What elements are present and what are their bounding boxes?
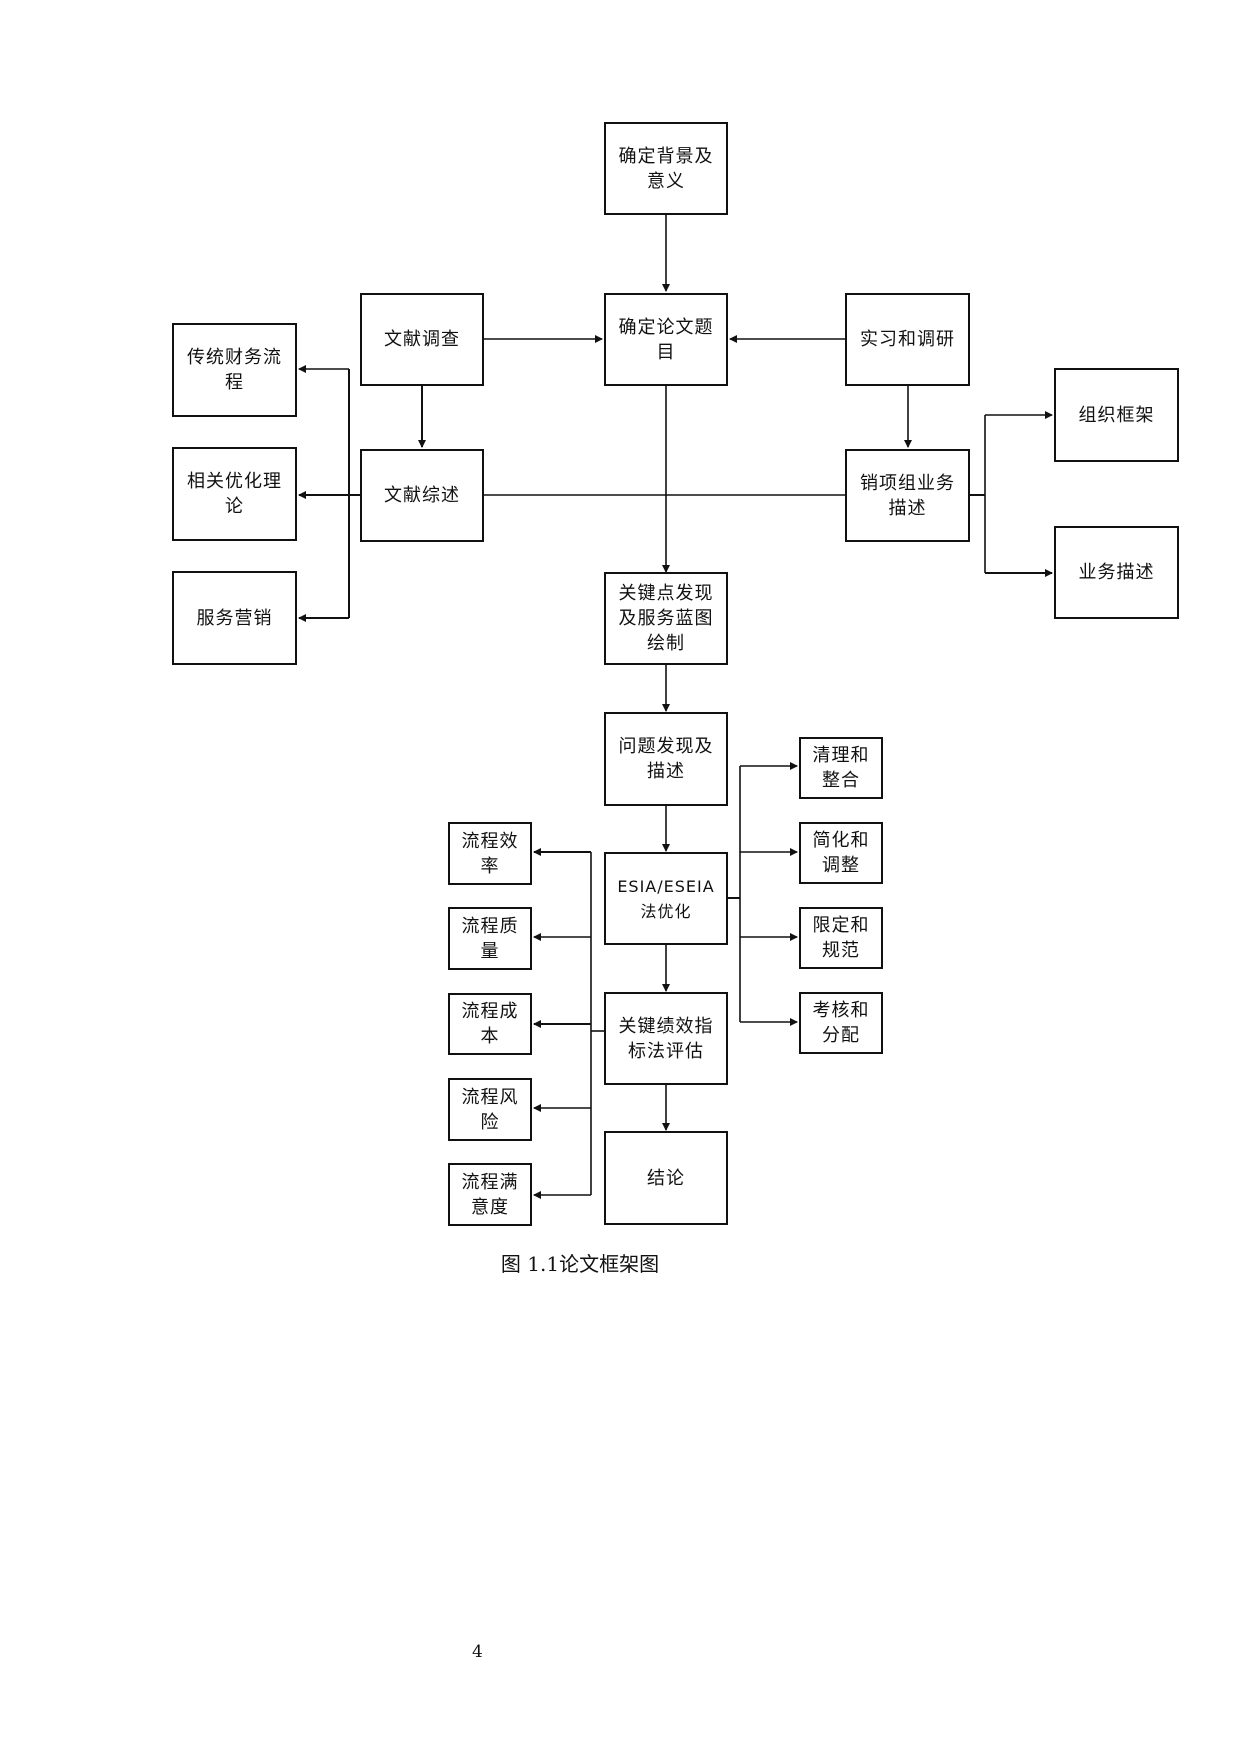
- node-label: 确定论文题目: [618, 316, 714, 363]
- node-label: ESIA/ESEIA法优化: [617, 876, 715, 921]
- node-label: 组织框架: [1078, 404, 1155, 426]
- node-label: 流程成本: [461, 1001, 519, 1047]
- node-label: 相关优化理论: [187, 471, 282, 517]
- node-quality: 流程质量: [448, 907, 532, 970]
- node-label: 关键绩效指标法评估: [618, 1015, 714, 1062]
- node-label: 传统财务流程: [187, 347, 282, 393]
- node-marketing: 服务营销: [172, 571, 297, 665]
- caption-text: 图 1.1论文框架图: [500, 1252, 660, 1276]
- node-label: 结论: [647, 1167, 685, 1189]
- node-problems: 问题发现及描述: [604, 712, 728, 806]
- node-label: 业务描述: [1078, 562, 1155, 583]
- node-esia: ESIA/ESEIA法优化: [604, 852, 728, 945]
- node-lit-survey: 文献调查: [360, 293, 484, 386]
- node-assess: 考核和分配: [799, 992, 883, 1054]
- node-org: 组织框架: [1054, 368, 1179, 462]
- node-background: 确定背景及意义: [604, 122, 728, 215]
- page-number: 4: [472, 1642, 483, 1662]
- node-clean: 清理和整合: [799, 737, 883, 799]
- node-keypoints: 关键点发现及服务蓝图绘制: [604, 572, 728, 665]
- node-lit-review: 文献综述: [360, 449, 484, 542]
- node-simplify: 简化和调整: [799, 822, 883, 884]
- node-conclusion: 结论: [604, 1131, 728, 1225]
- node-label: 流程满意度: [461, 1171, 519, 1218]
- node-label: 服务营销: [196, 607, 273, 629]
- node-label: 关键点发现及服务蓝图绘制: [618, 583, 714, 654]
- node-efficiency: 流程效率: [448, 822, 532, 885]
- node-biz-desc: 业务描述: [1054, 526, 1179, 619]
- node-kpi: 关键绩效指标法评估: [604, 992, 728, 1085]
- node-limit: 限定和规范: [799, 907, 883, 969]
- node-label: 问题发现及描述: [618, 736, 714, 782]
- node-cost: 流程成本: [448, 993, 532, 1055]
- node-sales-desc: 销项组业务描述: [845, 449, 970, 542]
- node-internship: 实习和调研: [845, 293, 970, 386]
- node-label: 流程质量: [461, 915, 519, 962]
- node-traditional: 传统财务流程: [172, 323, 297, 417]
- node-label: 实习和调研: [860, 329, 955, 350]
- node-label: 销项组业务描述: [860, 472, 955, 519]
- node-label: 确定背景及意义: [618, 145, 714, 192]
- node-risk: 流程风险: [448, 1078, 532, 1141]
- node-satisfaction: 流程满意度: [448, 1163, 532, 1226]
- node-label: 文献综述: [384, 485, 460, 506]
- node-label: 文献调查: [384, 329, 460, 350]
- node-label: 流程风险: [461, 1086, 519, 1133]
- node-label: 考核和分配: [812, 1000, 870, 1046]
- node-label: 清理和整合: [812, 745, 870, 791]
- node-theory: 相关优化理论: [172, 447, 297, 541]
- node-topic: 确定论文题目: [604, 293, 728, 386]
- node-label: 简化和调整: [812, 830, 870, 876]
- figure-caption: 图 1.1论文框架图: [0, 1248, 1240, 1277]
- node-label: 流程效率: [461, 830, 519, 877]
- node-label: 限定和规范: [812, 915, 870, 961]
